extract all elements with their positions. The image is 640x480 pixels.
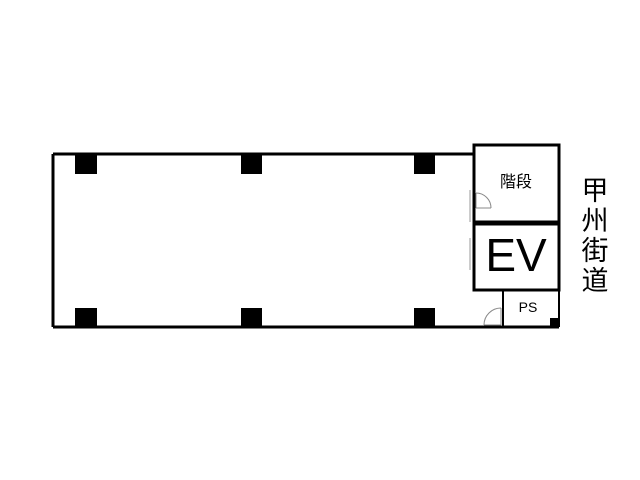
stairs-room [472,143,561,224]
column [550,318,559,327]
stairs-door-swing [475,192,492,209]
office-outline [51,152,559,329]
column [414,155,435,174]
column [241,308,262,328]
elevator-label: EV [485,229,547,281]
column [75,155,97,174]
stairs-label: 階段 [499,172,532,191]
column [75,308,97,328]
elevator-room [472,222,561,292]
column [241,155,262,174]
column [414,308,435,328]
pipe-shaft-label: PS [518,299,538,315]
columns [75,155,559,328]
street-name-label: 甲州街道 [581,176,609,297]
ps-door-swing [483,307,502,326]
